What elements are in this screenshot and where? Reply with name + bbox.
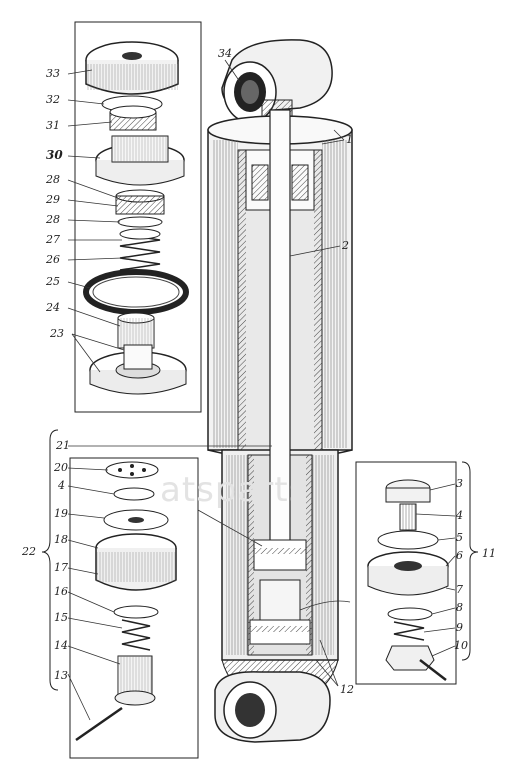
compression-valve <box>249 619 311 645</box>
label-18: 18 <box>54 533 68 546</box>
label-16: 16 <box>54 585 68 598</box>
part-23-base <box>89 344 187 395</box>
piston <box>253 539 307 621</box>
part-6-7-valve-body <box>367 551 449 596</box>
label-21: 21 <box>56 439 70 452</box>
part-26-27-spring <box>119 228 161 271</box>
part-10-pin <box>419 659 447 681</box>
left-group-brace <box>41 429 59 691</box>
label-28-top: 28 <box>46 173 60 186</box>
part-18-piston <box>95 533 177 591</box>
label-9: 9 <box>456 621 463 634</box>
label-4-right: 4 <box>456 509 463 522</box>
part-30-guide <box>95 135 185 186</box>
part-3-cap <box>385 479 431 503</box>
label-31: 31 <box>46 119 60 132</box>
label-3: 3 <box>456 477 463 490</box>
part-13-pin <box>75 706 123 742</box>
label-17: 17 <box>54 561 68 574</box>
label-7: 7 <box>456 583 463 596</box>
label-32: 32 <box>46 93 60 106</box>
part-33-cap <box>85 41 179 95</box>
bottom-left-inset-frame <box>69 457 199 759</box>
right-inset-frame <box>355 461 457 685</box>
top-eye <box>221 39 333 131</box>
part-10-nut <box>385 645 435 671</box>
part-31-seal <box>109 105 157 131</box>
part-15-spring <box>121 619 151 651</box>
part-25-ring <box>83 269 189 315</box>
part-5-washer <box>377 530 439 550</box>
label-22-group: 22 <box>22 545 36 558</box>
part-4-stem <box>399 503 417 531</box>
label-30: 30 <box>46 148 63 162</box>
label-20: 20 <box>54 461 68 474</box>
label-25: 25 <box>46 275 60 288</box>
label-23: 23 <box>50 327 64 340</box>
part-19-disc <box>103 509 169 531</box>
part-8-ring <box>387 607 433 621</box>
label-19: 19 <box>54 507 68 520</box>
part-9-spring <box>393 621 425 641</box>
label-24: 24 <box>46 301 60 314</box>
part-24-bushing <box>117 312 155 349</box>
label-2: 2 <box>342 239 349 252</box>
bottom-eye <box>214 659 339 743</box>
label-12: 12 <box>340 683 354 696</box>
label-8: 8 <box>456 601 463 614</box>
watermark-text: atsparts <box>160 470 308 510</box>
label-14: 14 <box>54 639 68 652</box>
part-28-29-rings <box>115 189 165 228</box>
label-11-group: 11 <box>482 547 496 560</box>
label-10: 10 <box>454 639 468 652</box>
part-20-plate <box>105 461 159 479</box>
label-13: 13 <box>54 669 68 682</box>
label-6: 6 <box>456 549 463 562</box>
label-33: 33 <box>46 67 60 80</box>
label-29: 29 <box>46 193 60 206</box>
right-group-brace <box>461 461 479 661</box>
label-15: 15 <box>54 611 68 624</box>
label-5: 5 <box>456 531 463 544</box>
label-26: 26 <box>46 253 60 266</box>
top-left-inset-frame <box>74 21 202 413</box>
leader-lines <box>67 59 456 721</box>
label-28-bottom: 28 <box>46 213 60 226</box>
part-16-ring <box>113 605 159 619</box>
part-4-washer-left <box>113 487 155 501</box>
label-34: 34 <box>218 47 232 60</box>
label-1: 1 <box>346 133 353 146</box>
label-27: 27 <box>46 233 60 246</box>
label-4-left: 4 <box>58 479 65 492</box>
part-14-nut <box>114 655 156 706</box>
